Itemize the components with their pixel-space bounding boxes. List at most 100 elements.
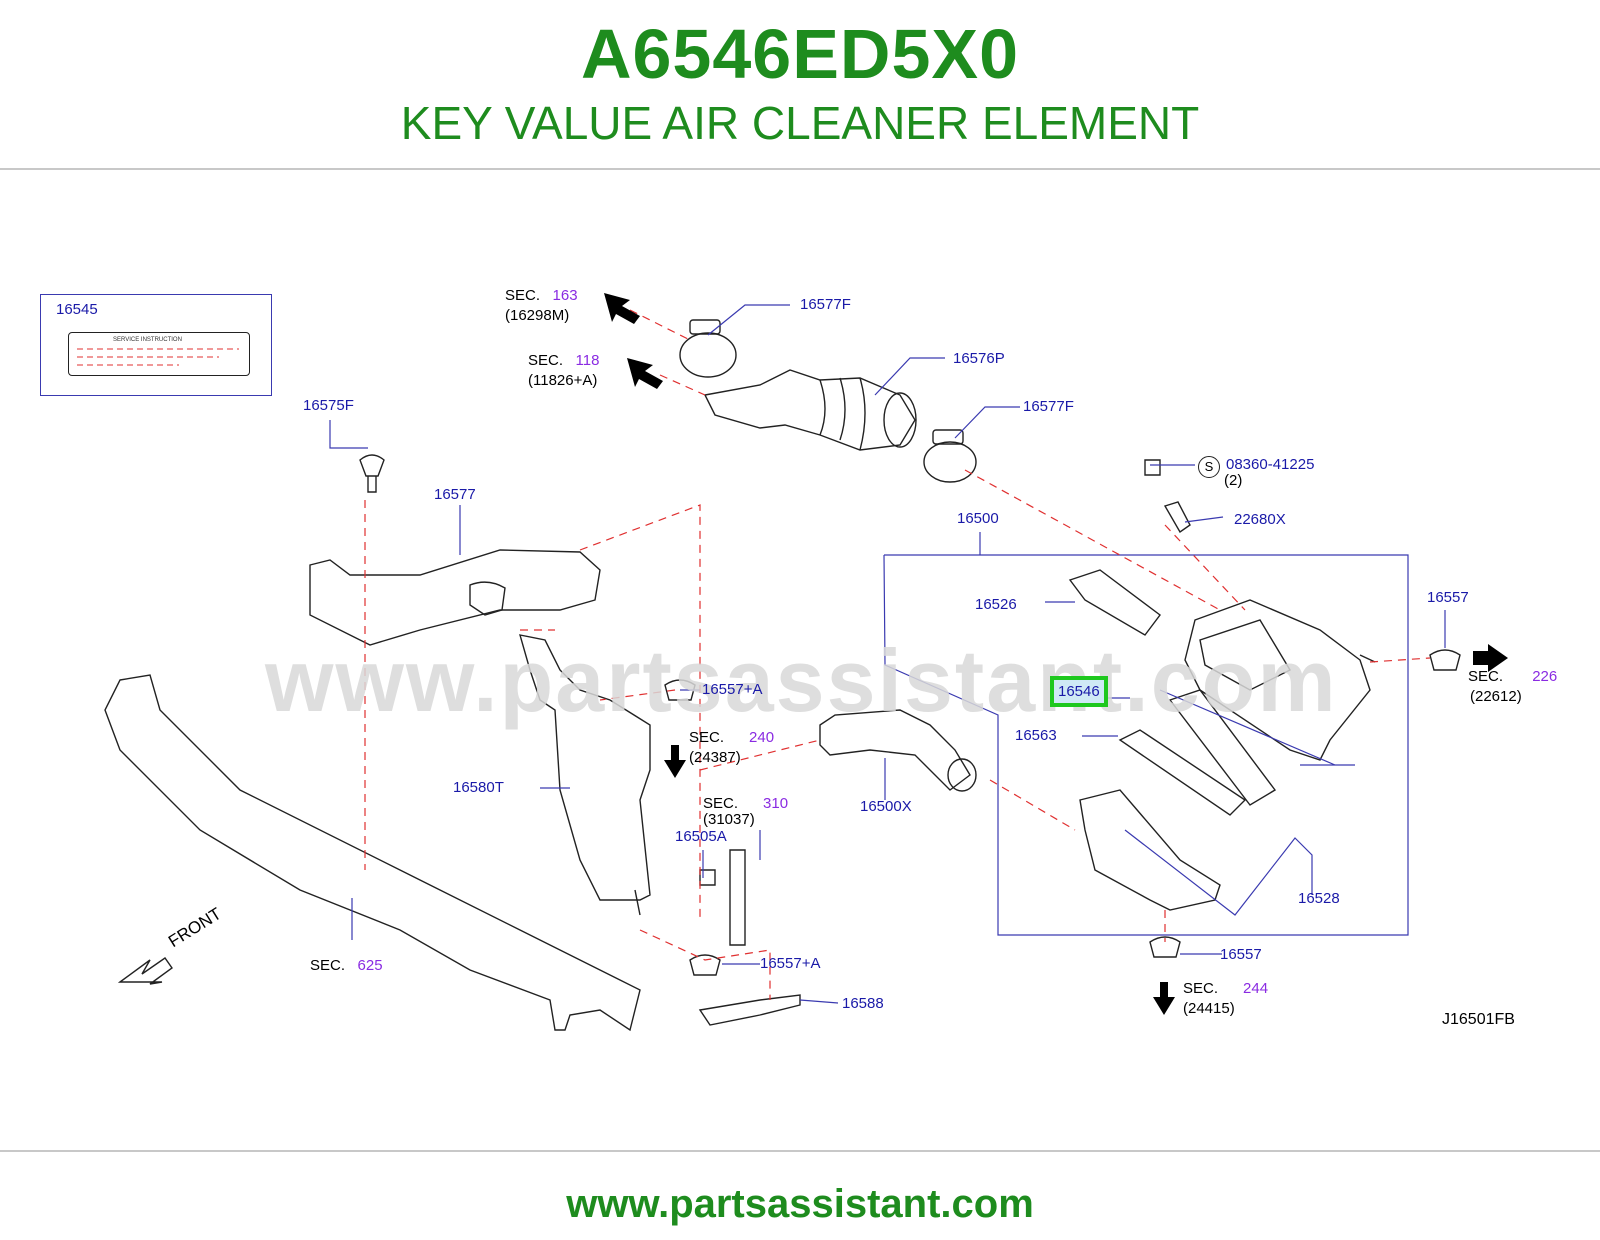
grommet-16557A-lower bbox=[689, 954, 721, 976]
section-163[interactable]: SEC. 163 bbox=[505, 287, 578, 304]
section-226-sub: (22612) bbox=[1470, 688, 1522, 705]
section-163-number: 163 bbox=[552, 287, 578, 304]
assembly-dashed-lines bbox=[364, 309, 1431, 1000]
air-cleaner-lower-case bbox=[1079, 789, 1221, 911]
label-16557-right[interactable]: 16557 bbox=[1427, 589, 1469, 606]
standard-part-s-icon: S bbox=[1198, 456, 1220, 478]
parts-diagram: www.partsassistant.com 16545 SERVICE INS… bbox=[0, 270, 1600, 1090]
section-240[interactable]: SEC. 240 bbox=[689, 729, 774, 746]
label-16557A-upper[interactable]: 16557+A bbox=[702, 681, 763, 698]
bracket-16588 bbox=[698, 994, 801, 1026]
section-163-prefix: SEC. bbox=[505, 287, 541, 304]
clamp-screw-upper bbox=[689, 319, 721, 335]
label-16500[interactable]: 16500 bbox=[957, 510, 999, 527]
footer-website-link[interactable]: www.partsassistant.com bbox=[566, 1182, 1034, 1226]
front-arrow-icon bbox=[117, 957, 173, 985]
arrow-to-240 bbox=[664, 745, 686, 778]
label-08360-quantity: (2) bbox=[1224, 472, 1243, 489]
section-244-sub: (24415) bbox=[1183, 1000, 1235, 1017]
label-16500X[interactable]: 16500X bbox=[860, 798, 912, 815]
section-240-sub: (24387) bbox=[689, 749, 741, 766]
label-16557-bottom[interactable]: 16557 bbox=[1220, 946, 1262, 963]
upper-case-nipple bbox=[1359, 654, 1376, 663]
section-310-number: 310 bbox=[763, 795, 789, 812]
label-16580T[interactable]: 16580T bbox=[453, 779, 504, 796]
watermark: www.partsassistant.com bbox=[265, 631, 1338, 730]
clip-16575F bbox=[359, 454, 385, 493]
reservoir-tank bbox=[519, 634, 651, 901]
header-divider bbox=[0, 168, 1600, 170]
service-instruction-card: SERVICE INSTRUCTION bbox=[68, 332, 250, 376]
air-cleaner-upper-case bbox=[1184, 599, 1371, 761]
service-card-lines bbox=[77, 348, 239, 366]
section-118[interactable]: SEC. 118 bbox=[528, 352, 599, 369]
section-310-sub: (31037) bbox=[703, 811, 755, 828]
grommet-16557-bottom bbox=[1149, 936, 1181, 958]
section-118-number: 118 bbox=[575, 352, 600, 369]
label-16563[interactable]: 16563 bbox=[1015, 727, 1057, 744]
label-16528[interactable]: 16528 bbox=[1298, 890, 1340, 907]
arrow-to-118 bbox=[627, 358, 663, 389]
label-16588[interactable]: 16588 bbox=[842, 995, 884, 1012]
diagram-code: J16501FB bbox=[1442, 1011, 1515, 1028]
diagram-drawing bbox=[104, 293, 1508, 1032]
upper-case-opening bbox=[1199, 619, 1291, 691]
resonator-16526 bbox=[1068, 569, 1161, 636]
section-226[interactable]: SEC. 226 bbox=[1468, 668, 1557, 685]
filter-element-16546 bbox=[1168, 689, 1277, 806]
label-16505A[interactable]: 16505A bbox=[675, 828, 727, 845]
section-244-prefix: SEC. bbox=[1183, 980, 1219, 997]
label-08360-41225[interactable]: 08360-41225 bbox=[1226, 456, 1315, 473]
arrow-to-226 bbox=[1473, 644, 1508, 672]
sensor-22680X bbox=[1163, 501, 1191, 534]
header: A6546ED5X0 KEY VALUE AIR CLEANER ELEMENT bbox=[0, 0, 1600, 168]
clamp-screw-lower bbox=[932, 429, 964, 445]
section-240-prefix: SEC. bbox=[689, 729, 725, 746]
hose-clamp-lower bbox=[923, 441, 977, 483]
air-duct-16500X bbox=[819, 709, 971, 791]
bracket-16505A bbox=[699, 849, 746, 946]
radiator-core-support bbox=[104, 674, 641, 1032]
label-16576P[interactable]: 16576P bbox=[953, 350, 1005, 367]
label-16577[interactable]: 16577 bbox=[434, 486, 476, 503]
label-16545[interactable]: 16545 bbox=[56, 301, 98, 318]
section-226-number: 226 bbox=[1532, 668, 1558, 685]
intake-hose bbox=[703, 369, 916, 451]
label-16577F-upper[interactable]: 16577F bbox=[800, 296, 851, 313]
label-16546-highlighted[interactable]: 16546 bbox=[1050, 676, 1108, 707]
section-118-sub: (11826+A) bbox=[528, 372, 598, 389]
section-244-number: 244 bbox=[1243, 980, 1269, 997]
section-118-prefix: SEC. bbox=[528, 352, 564, 369]
part-16563 bbox=[1118, 729, 1247, 816]
section-625[interactable]: SEC. 625 bbox=[310, 957, 383, 974]
section-625-prefix: SEC. bbox=[310, 957, 346, 974]
part-name-subtitle: KEY VALUE AIR CLEANER ELEMENT bbox=[400, 97, 1200, 149]
grommet-16557A-upper bbox=[664, 679, 696, 701]
air-duct-16577 bbox=[309, 549, 601, 646]
service-label-box bbox=[40, 294, 272, 396]
hose-ribs bbox=[819, 377, 866, 451]
label-22680X[interactable]: 22680X bbox=[1234, 511, 1286, 528]
tank-drain bbox=[634, 889, 641, 916]
footer-divider bbox=[0, 1150, 1600, 1152]
grommet-16557-right bbox=[1429, 649, 1461, 671]
arrow-to-244 bbox=[1153, 982, 1175, 1015]
section-310[interactable]: SEC. 310 bbox=[703, 795, 788, 812]
section-310-prefix: SEC. bbox=[703, 795, 739, 812]
section-163-sub: (16298M) bbox=[505, 307, 570, 324]
hose-clamp-upper bbox=[679, 332, 737, 378]
bolt-08360 bbox=[1144, 459, 1161, 476]
label-16557A-lower[interactable]: 16557+A bbox=[760, 955, 821, 972]
section-226-prefix: SEC. bbox=[1468, 668, 1504, 685]
section-625-number: 625 bbox=[357, 957, 383, 974]
label-16577F-lower[interactable]: 16577F bbox=[1023, 398, 1074, 415]
hose-end bbox=[883, 392, 917, 448]
label-16526[interactable]: 16526 bbox=[975, 596, 1017, 613]
section-244[interactable]: SEC. 244 bbox=[1183, 980, 1268, 997]
section-arrows bbox=[604, 293, 1508, 1015]
arrow-to-163 bbox=[604, 293, 640, 324]
section-240-number: 240 bbox=[749, 729, 775, 746]
label-16575F[interactable]: 16575F bbox=[303, 397, 354, 414]
service-card-text: SERVICE INSTRUCTION bbox=[113, 337, 182, 343]
duct-mount bbox=[469, 581, 506, 616]
